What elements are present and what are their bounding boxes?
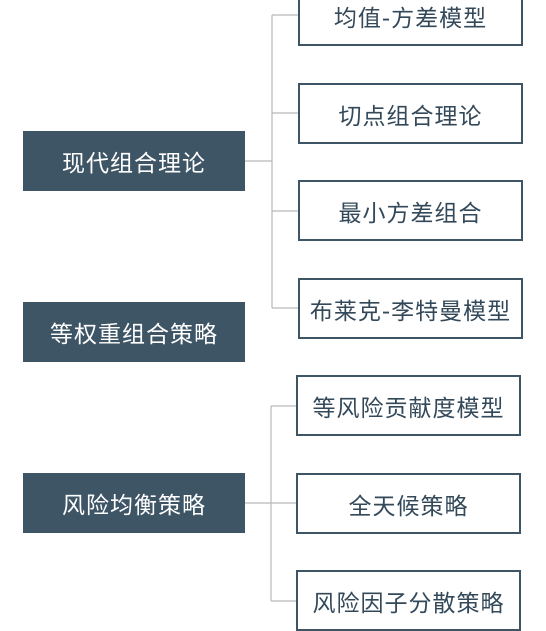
category-label: 现代组合理论 [62,151,206,177]
model-equal-risk-contribution: 等风险贡献度模型 [296,375,521,436]
model-label: 等风险贡献度模型 [312,395,505,422]
model-label: 风险因子分散策略 [312,590,505,617]
category-equal-weight-strategy: 等权重组合策略 [23,302,245,362]
model-label: 均值-方差模型 [333,5,488,32]
category-label: 等权重组合策略 [50,322,218,348]
model-label: 最小方差组合 [338,200,483,227]
model-minimum-variance: 最小方差组合 [298,180,523,241]
category-label: 风险均衡策略 [62,493,206,519]
category-risk-parity-strategy: 风险均衡策略 [23,473,245,533]
model-black-litterman: 布莱克-李特曼模型 [298,278,523,339]
model-tangency-portfolio: 切点组合理论 [298,83,523,144]
model-label: 全天候策略 [348,493,469,520]
model-mean-variance: 均值-方差模型 [298,0,523,46]
category-modern-portfolio-theory: 现代组合理论 [23,131,245,191]
model-risk-factor-diversification: 风险因子分散策略 [296,570,521,631]
model-label: 布莱克-李特曼模型 [309,298,512,325]
model-all-weather: 全天候策略 [296,473,521,534]
model-label: 切点组合理论 [338,103,483,130]
